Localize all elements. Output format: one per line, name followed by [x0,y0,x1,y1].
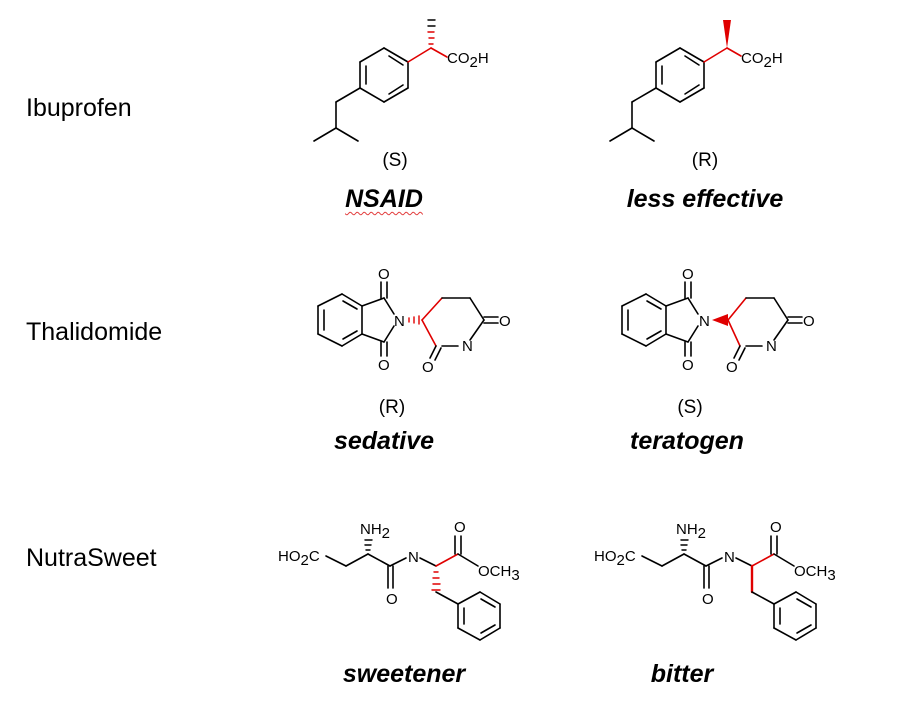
atom-o: O [682,357,694,374]
benzene-ring [457,591,501,641]
effect-thalidomide-left: sedative [333,427,435,455]
atom-n: N [394,313,405,330]
config-thalidomide-right: (S) [677,397,703,418]
carboxylic-acid-label: HO2C [278,548,320,569]
hash-wedge [364,539,373,551]
effect-ibuprofen-right: less effective [626,185,784,213]
atom-o: O [770,519,782,536]
benzene-ring [621,293,667,347]
effect-nutrasweet-left: sweetener [342,660,466,688]
atom-o: O [454,519,466,536]
effect-nutrasweet-right: bitter [650,660,714,688]
atom-o: O [378,357,390,374]
atom-n: N [766,338,777,355]
carboxylic-acid-label: HO2C [594,548,636,569]
ester-label: OCH3 [478,563,520,584]
benzene-ring [655,47,705,103]
spellcheck-underline: NSAID [345,185,423,213]
benzene-ring [317,293,363,347]
hash-wedge [680,539,689,551]
atom-n: N [724,549,735,566]
atom-o: O [378,266,390,283]
drug-name-thalidomide: Thalidomide [26,318,163,346]
atom-n: N [462,338,473,355]
solid-wedge [712,314,728,326]
atom-o: O [386,591,398,608]
atom-o: O [803,313,815,330]
atom-o: O [499,313,511,330]
drug-name-nutrasweet: NutraSweet [26,544,157,572]
ester-label: OCH3 [794,563,836,584]
effect-ibuprofen-left: NSAID [254,185,514,214]
config-thalidomide-left: (R) [378,397,406,418]
benzene-ring [773,591,817,641]
amine-label: NH2 [360,521,390,542]
effect-thalidomide-right: teratogen [630,427,744,455]
atom-o: O [422,359,434,376]
atom-n: N [408,549,419,566]
hash-wedge [427,19,436,45]
benzene-ring [359,47,409,103]
amine-label: NH2 [676,521,706,542]
config-ibuprofen-right: (R) [691,150,719,171]
atom-o: O [682,266,694,283]
config-ibuprofen-left: (S) [382,150,408,171]
solid-wedge [723,20,731,48]
atom-o: O [726,359,738,376]
hash-wedge [408,315,420,325]
carboxylic-acid-label: CO2H [741,50,783,71]
hash-wedge [431,571,441,591]
atom-n: N [699,313,710,330]
atom-o: O [702,591,714,608]
carboxylic-acid-label: CO2H [447,50,489,71]
drug-name-ibuprofen: Ibuprofen [26,94,132,122]
